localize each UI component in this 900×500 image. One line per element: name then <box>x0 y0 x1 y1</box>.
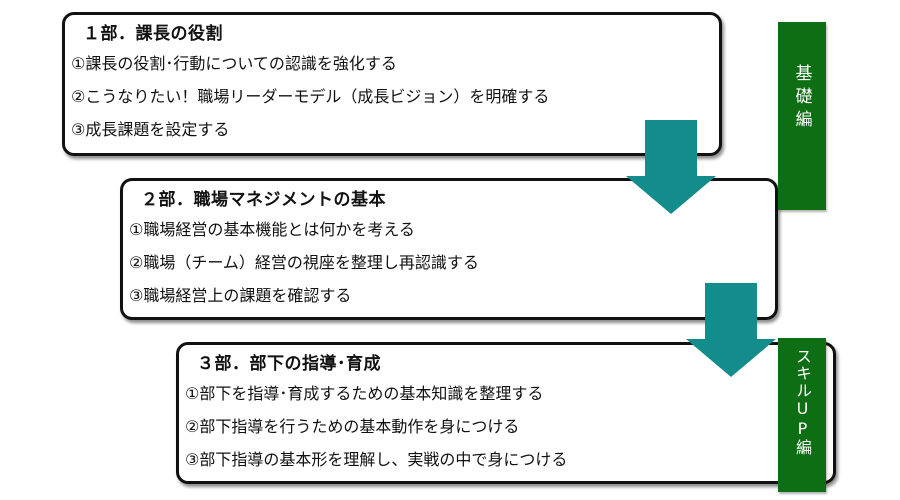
section-1-title: １部．課長の役割 <box>83 24 223 44</box>
down-arrow-2-head <box>686 339 776 377</box>
section-2-title: ２部．職場マネジメントの基本 <box>141 190 386 210</box>
section-3-item-1: ①部下を指導･育成するための基本知識を整理する <box>185 384 544 403</box>
section-1-item-3: ③成長課題を設定する <box>71 120 230 139</box>
down-arrow-2-shaft <box>705 283 757 345</box>
down-arrow-1-head <box>626 176 716 214</box>
section-1-box: １部．課長の役割 ①課長の役割･行動についての認識を強化する ②こうなりたい！職… <box>62 12 722 156</box>
basic-label-text: 基礎編 <box>791 64 812 133</box>
section-2-item-1: ①職場経営の基本機能とは何かを考える <box>129 220 415 239</box>
section-2-item-3: ③職場経営上の課題を確認する <box>129 286 352 305</box>
section-3-item-2: ②部下指導を行うための基本動作を身につける <box>185 417 520 436</box>
skill-up-label-text: スキルUP編 <box>793 348 812 456</box>
section-3-title: ３部．部下の指導･育成 <box>197 354 381 374</box>
section-2-item-2: ②職場（チーム）経営の視座を整理し再認識する <box>129 253 479 272</box>
down-arrow-1-shaft <box>645 120 697 182</box>
section-1-item-1: ①課長の役割･行動についての認識を強化する <box>71 54 397 73</box>
skill-up-label: スキルUP編 <box>778 338 826 492</box>
section-3-item-3: ③部下指導の基本形を理解し、実戦の中で身につける <box>185 450 568 469</box>
basic-label: 基礎編 <box>778 22 826 210</box>
section-1-item-2: ②こうなりたい！職場リーダーモデル（成長ビジョン）を明確する <box>71 87 550 106</box>
